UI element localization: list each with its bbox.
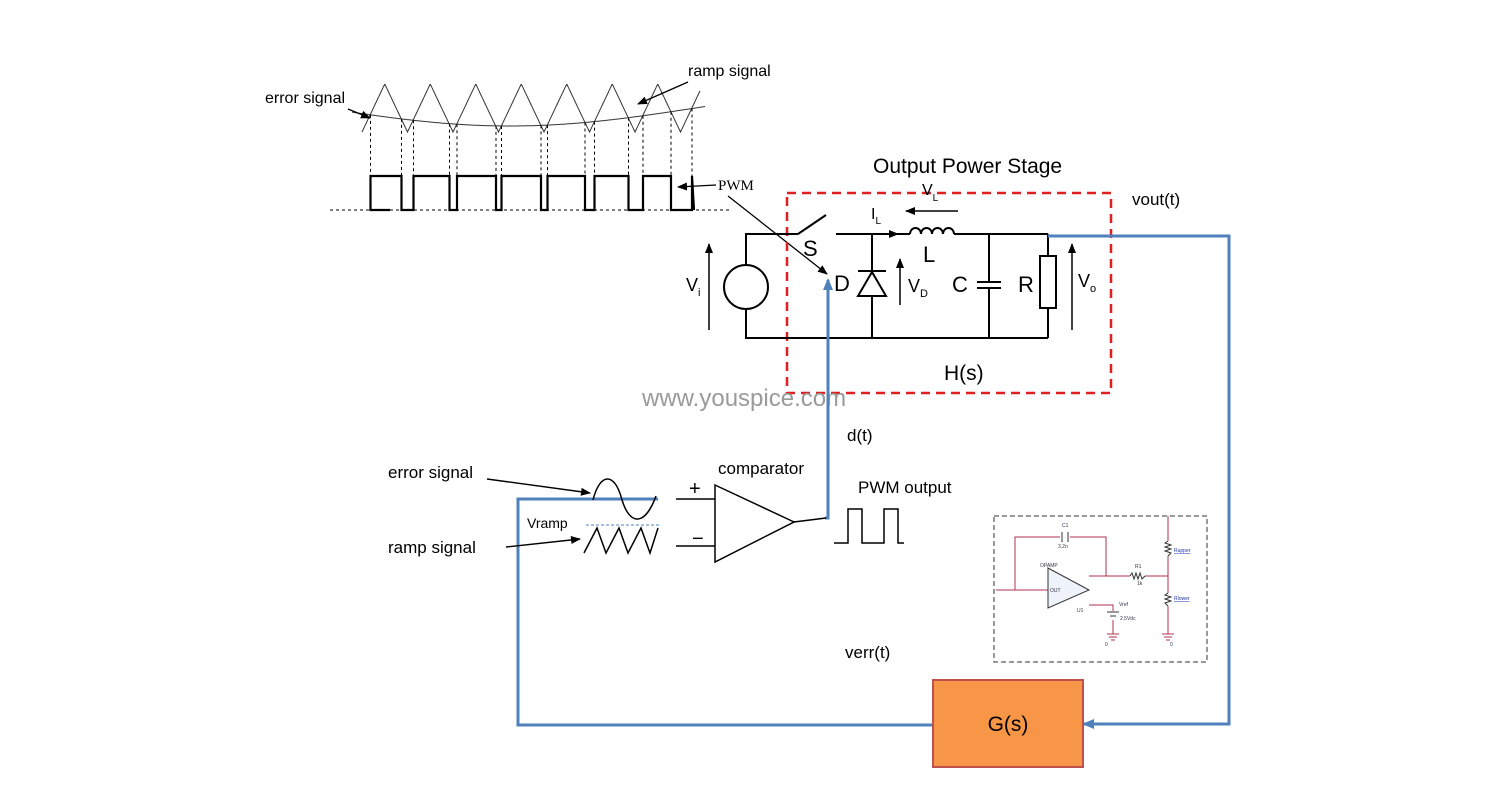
inset-gnd2-label: 0 [1170, 642, 1173, 648]
capacitor-label: C [952, 272, 968, 297]
vramp-label: Vramp [527, 515, 568, 531]
cmp-error-signal-label: error signal [388, 463, 473, 482]
vout-feedback-line [1048, 234, 1231, 729]
plus-sign: + [689, 478, 701, 500]
inset-rlower-symbol [1163, 592, 1173, 607]
inset-vref-value: 2.5Vdc [1120, 616, 1136, 622]
inset-r1-symbol [1129, 571, 1146, 581]
inset-opamp-out: OUT [1050, 588, 1061, 594]
input-voltage-source [723, 264, 769, 310]
minus-sign: − [692, 528, 704, 550]
inset-opamp-label: OPAMP [1040, 563, 1058, 569]
power-stage-box [785, 191, 1113, 395]
error-signal-label: error signal [265, 90, 345, 107]
inset-c1-value: 3.2n [1058, 544, 1068, 550]
inset-vref-label: Vref [1119, 602, 1129, 608]
pwm-pointer [677, 182, 717, 191]
inset-r1-label: R1 [1135, 564, 1142, 570]
inset-frame [993, 515, 1208, 663]
compensator-inset: C1 3.2n OPAMP OUT U1 R1 1k Rupper Rlower… [993, 515, 1208, 663]
inset-vref-symbol [1107, 611, 1119, 617]
vl-label: VL [922, 182, 939, 204]
error-waveform [351, 106, 706, 127]
inductor-label: L [923, 242, 935, 267]
duty-label: d(t) [847, 426, 873, 445]
pwm-label: PWM [718, 178, 754, 194]
hs-label: H(s) [944, 362, 984, 385]
vd-label: VD [908, 276, 928, 300]
inset-c1-symbol [1061, 532, 1069, 542]
ramp-waveform [361, 84, 701, 134]
inset-rupper-symbol [1163, 540, 1173, 557]
switch-label: S [803, 236, 818, 261]
inset-u1-label: U1 [1077, 608, 1084, 614]
switch-blade [797, 214, 827, 235]
vi-label: Vi [686, 275, 700, 299]
verr-label: verr(t) [845, 643, 890, 662]
comparator-output-wire [793, 517, 827, 523]
pwm-waveform-panel: error signal ramp signal PWM [265, 63, 828, 275]
pwm-output-wave [834, 508, 904, 544]
watermark: www.youspice.com [641, 385, 846, 412]
capacitor-symbol [977, 281, 1001, 289]
error-sine-mini [592, 478, 657, 520]
ramp-signal-label: ramp signal [688, 63, 771, 80]
inset-rlower-label: Rlower [1174, 596, 1190, 602]
ramp-triangle-mini [583, 526, 659, 556]
resistor-label: R [1018, 272, 1034, 297]
cmp-error-pointer [486, 478, 591, 496]
power-stage-title: Output Power Stage [873, 155, 1062, 178]
diode-symbol [856, 270, 888, 297]
error-signal-pointer [347, 108, 371, 119]
pwm-output-label: PWM output [858, 478, 952, 497]
controller-block: G(s) [932, 679, 1084, 768]
vout-label: vout(t) [1132, 190, 1180, 209]
inductor-symbol [909, 227, 955, 235]
comparator-symbol [714, 483, 796, 564]
cmp-ramp-pointer [505, 535, 581, 548]
cmp-ramp-signal-label: ramp signal [388, 538, 476, 557]
inset-c1-label: C1 [1062, 523, 1069, 529]
resistor-symbol [1039, 255, 1057, 309]
inset-rupper-label: Rupper [1174, 548, 1191, 554]
inset-r1-value: 1k [1137, 581, 1143, 587]
pwm-waveform [369, 174, 696, 212]
vo-label: Vo [1078, 271, 1096, 295]
ramp-signal-pointer [637, 81, 689, 105]
output-power-stage: Output Power Stage vout(t) H(s) S D VD [686, 155, 1180, 395]
diode-label: D [834, 271, 850, 296]
controller-label: G(s) [988, 713, 1029, 736]
il-label: IL [871, 206, 881, 227]
comparator-label: comparator [718, 459, 804, 478]
inset-gnd1-label: 0 [1105, 642, 1108, 648]
inset-opamp-symbol [1047, 567, 1091, 609]
verr-feedback-line [516, 497, 933, 727]
comparator-section: error signal ramp signal Vramp + − compa… [388, 459, 952, 564]
circuit-wires [745, 233, 1049, 339]
